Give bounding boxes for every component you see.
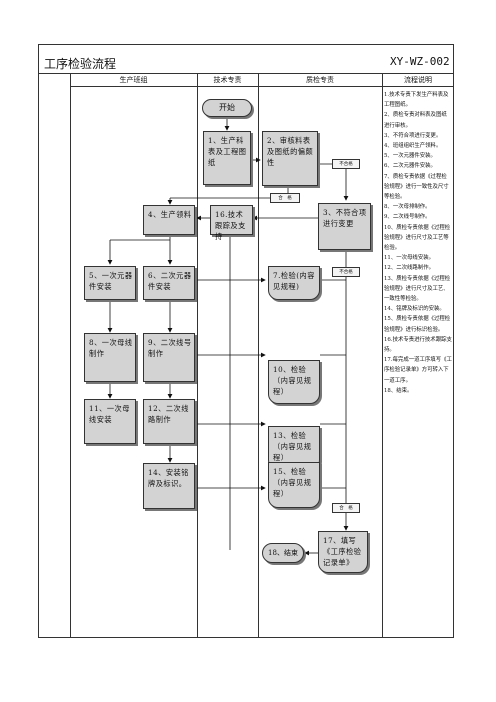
start-terminal: 开始 (202, 99, 252, 117)
note-item: 14、铭牌及标识的安装。 (384, 306, 445, 313)
column-divider-1 (197, 73, 198, 638)
note-item: 1.技术专责下发生产料表及工程图纸。 (384, 92, 449, 109)
step-1-box: 1、生产科表及工程图纸 (203, 131, 251, 185)
note-item: 10、质检专责依据《过程检验规程》进行尺寸及工艺等检验。 (384, 224, 451, 252)
left-margin-divider (70, 73, 71, 638)
col-header-qc: 质检专责 (306, 76, 334, 84)
page-title: 工序检验流程 (44, 57, 117, 71)
note-item: 17.每完成一道工序填写《工序检验记录单》方可转入下一道工序。 (384, 357, 452, 384)
note-item: 13、质检专责依据《过程检验规程》进行尺寸及工艺、一致性等检验。 (384, 275, 451, 303)
col-header-notes: 流程说明 (404, 76, 432, 84)
step-7-box: 7.检验(内容见规程) (268, 266, 320, 300)
page-frame (38, 44, 454, 638)
col-header-production: 生产班组 (119, 76, 148, 84)
col-header-technical: 技术专责 (213, 76, 242, 84)
step-6-box: 6、二次元器件安装 (143, 266, 195, 300)
step-4-box: 4、生产领料 (143, 205, 195, 235)
end-terminal: 18、结束 (262, 543, 304, 563)
step-17-box: 17、填写《工序检验记录单》 (318, 531, 368, 573)
header-divider (38, 73, 454, 74)
step-14-box: 14、安装铭牌及标识。 (143, 463, 195, 509)
step-10-box: 10、检验（内容见规程） (268, 360, 320, 404)
step-16-box: 16.技术跟踪及支持 (210, 205, 253, 241)
column-divider-3 (382, 73, 383, 638)
pass-tag-1: 合 格 (270, 193, 300, 203)
step-8-box: 8、一次母线制作 (84, 333, 136, 382)
note-item: 5、一次元器件安装。 (384, 153, 436, 160)
document-code: XY-WZ-002 (390, 55, 450, 68)
note-item: 3、不符合项进行变更。 (384, 132, 442, 139)
note-item: 18、结束。 (384, 387, 413, 394)
note-item: 7、质检专责依据《过程检验规程》进行一致性及尺寸等检验。 (384, 173, 449, 201)
note-item: 11、一次母线安装。 (384, 255, 434, 262)
note-item: 2、质检专责对料表及图纸进行审核。 (384, 112, 447, 129)
step-3-box: 3、不符合项进行变更 (318, 203, 371, 250)
step-12-box: 12、二次线路制作 (143, 399, 195, 444)
step-15-box: 15、检验（内容见规程） (268, 462, 320, 508)
reject-tag-2: 不合格 (332, 267, 360, 277)
column-divider-2 (258, 73, 259, 638)
step-11-box: 11、一次母线安装 (84, 399, 136, 444)
step-5-box: 5、一次元器件安装 (84, 266, 136, 300)
note-item: 15、质检专责依据《过程检验规程》进行标识检验。 (384, 316, 451, 333)
column-header-divider (70, 86, 454, 87)
note-item: 16.技术专责进行技术跟踪支持。 (384, 336, 452, 354)
reject-tag-1: 不合格 (332, 159, 360, 169)
note-item: 4、班组组织生产领料。 (384, 143, 442, 150)
process-notes: 1.技术专责下发生产料表及工程图纸。 2、质检专责对料表及图纸进行审核。 3、不… (384, 90, 452, 396)
note-item: 12、二次线路制作。 (384, 265, 434, 272)
pass-tag-2: 合 格 (332, 503, 360, 513)
step-9-box: 9、二次线号制作 (143, 333, 195, 382)
note-item: 6、二次元器件安装。 (384, 163, 436, 170)
note-item: 9、二次线号制作。 (384, 214, 431, 221)
step-2-box: 2、审核料表及图纸的偏颇性 (262, 131, 318, 186)
note-item: 8、一次母排制作。 (384, 204, 431, 211)
